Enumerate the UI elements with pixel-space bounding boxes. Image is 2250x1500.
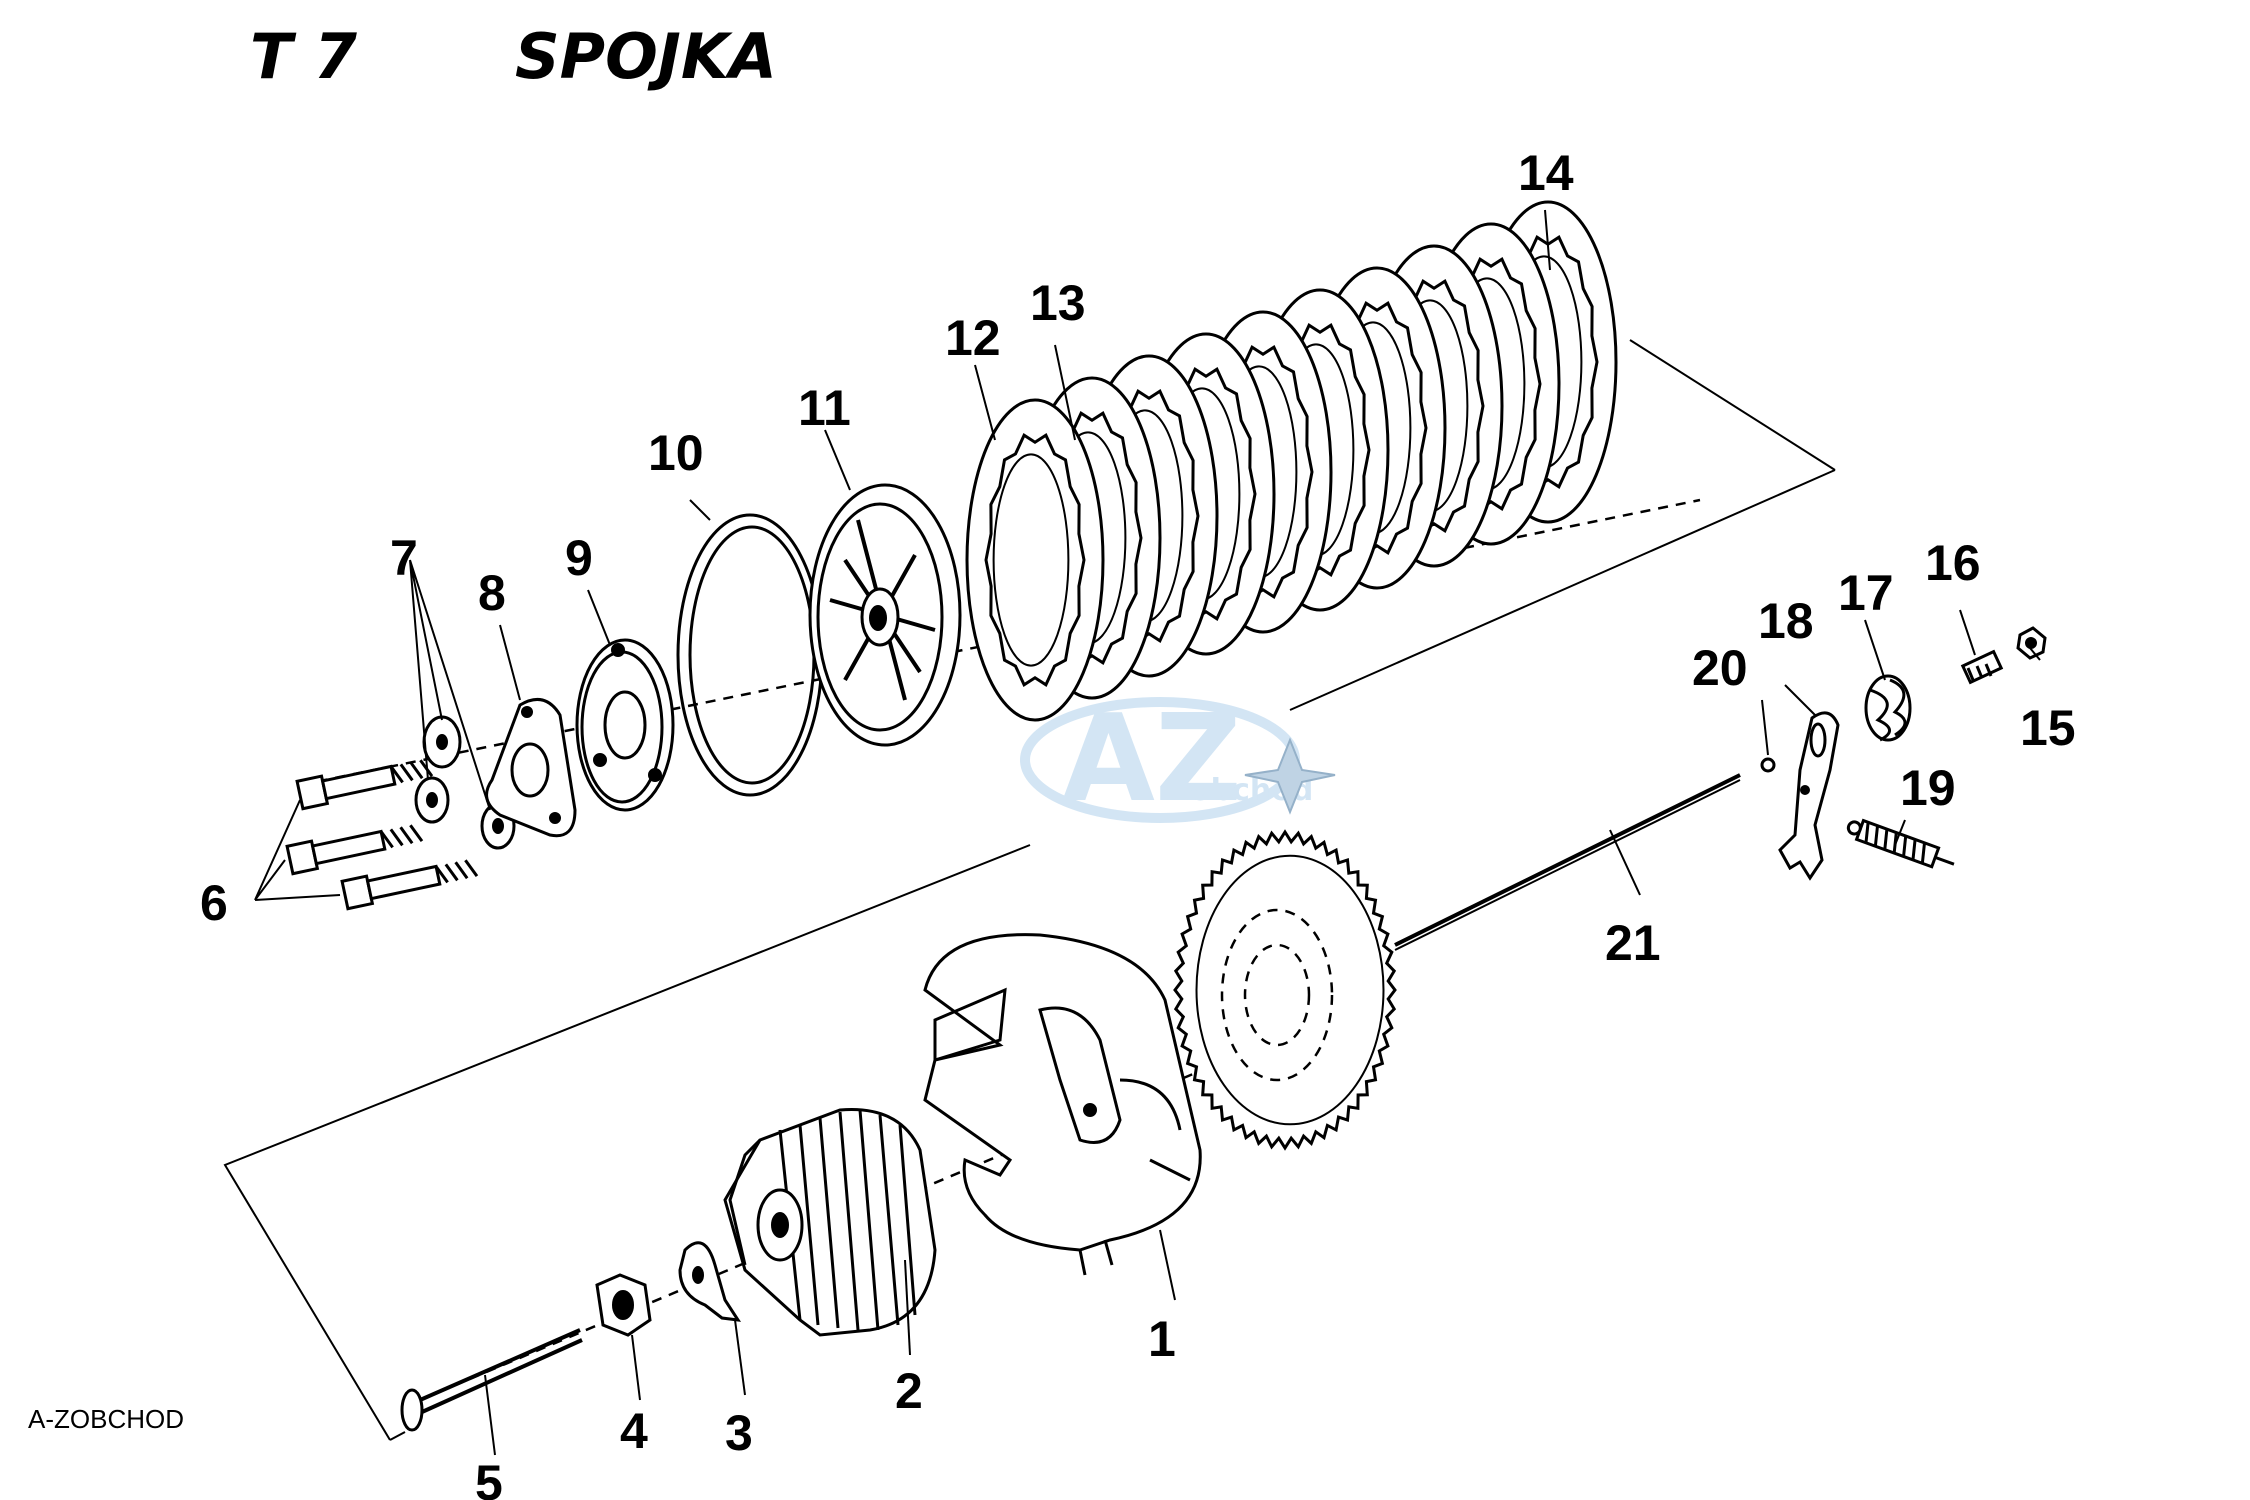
callout-13: 13	[1030, 275, 1086, 331]
callout-9: 9	[565, 530, 593, 586]
callout-1: 1	[1148, 1311, 1176, 1367]
callout-16: 16	[1925, 535, 1981, 591]
callout-10: 10	[648, 425, 704, 481]
callout-labels: 1 2 3 4 5 6 7 8 9 10 11 12 13 14 15 16 1…	[200, 145, 2076, 1500]
sprocket-hidden-hub	[1220, 908, 1334, 1082]
chain-sprocket	[1173, 829, 1397, 1151]
sprocket-teeth	[1173, 829, 1397, 1151]
callout-14: 14	[1518, 145, 1574, 201]
part-1-clutch-drum	[923, 933, 1202, 1276]
assembly-frame	[223, 339, 1836, 1441]
part-11-pressure-plate	[808, 483, 962, 747]
leader-lines	[254, 209, 2041, 1456]
callout-19: 19	[1900, 760, 1956, 816]
callout-21: 21	[1605, 915, 1661, 971]
callout-17: 17	[1838, 565, 1894, 621]
part-12-14-clutch-plates	[965, 200, 1618, 722]
callout-4: 4	[620, 1403, 648, 1459]
sprocket-rim	[1195, 854, 1385, 1126]
part-5-long-bolt	[400, 1328, 583, 1432]
callout-12: 12	[945, 310, 1001, 366]
part-3-lock-washer	[678, 1241, 742, 1322]
part-4-nut	[595, 1273, 652, 1337]
callout-11: 11	[798, 380, 851, 436]
part-10-ring	[676, 513, 824, 797]
part-15-lock-nut	[2016, 626, 2047, 660]
part-16-adjusting-screw	[1960, 649, 2004, 685]
callout-18: 18	[1758, 593, 1814, 649]
diagram-code: T 7	[250, 20, 358, 93]
part-18-release-lever	[1778, 711, 1840, 881]
watermark-letters: AZ	[1062, 690, 1242, 829]
callout-2: 2	[895, 1363, 923, 1419]
callout-15: 15	[2020, 700, 2076, 756]
part-8-spring-plate	[485, 697, 577, 838]
part-9-disc	[575, 638, 675, 812]
callout-3: 3	[725, 1405, 753, 1461]
part-21-push-rod	[1394, 773, 1741, 951]
part-2-inner-hub	[723, 1108, 937, 1337]
part-17-spring	[1864, 674, 1912, 742]
callout-7: 7	[390, 530, 418, 586]
callout-8: 8	[478, 565, 506, 621]
diagram-title: SPOJKA	[515, 20, 777, 93]
part-19-return-spring	[1846, 818, 1955, 869]
sprocket-hidden-bore	[1243, 943, 1311, 1047]
callout-5: 5	[475, 1455, 503, 1500]
watermark-logo: AZ obchod	[1020, 690, 1336, 829]
callout-20: 20	[1692, 640, 1748, 696]
part-6-screws	[285, 759, 479, 911]
source-label: A-ZOBCHOD	[28, 1404, 184, 1434]
part-20-ball	[1760, 757, 1776, 773]
clutch-plate	[965, 398, 1105, 722]
callout-6: 6	[200, 875, 228, 931]
compass-star-icon	[1244, 737, 1336, 815]
